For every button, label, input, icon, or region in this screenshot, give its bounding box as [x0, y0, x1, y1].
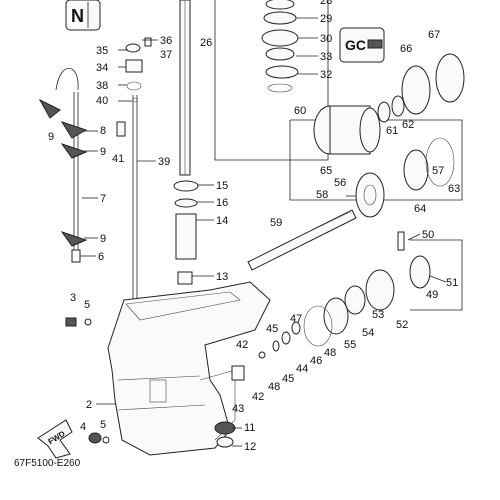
- note-symbol-text: N: [71, 6, 84, 26]
- callout-42-upper: 42: [236, 339, 248, 351]
- seal-rings: [377, 53, 465, 191]
- callout-36: 36: [160, 35, 172, 47]
- callout-4: 4: [80, 421, 86, 433]
- callout-40: 40: [96, 95, 108, 107]
- callout-9-upper: 9: [48, 131, 54, 143]
- callout-9-middle: 9: [100, 146, 106, 158]
- pinion-gear-11: [214, 421, 236, 448]
- callout-53: 53: [372, 309, 384, 321]
- callout-55: 55: [344, 339, 356, 351]
- callout-48-lower: 48: [268, 381, 280, 393]
- callout-47: 47: [290, 313, 302, 325]
- small-parts-42-48: [231, 321, 301, 381]
- callout-16: 16: [216, 197, 228, 209]
- callout-57: 57: [432, 165, 444, 177]
- grease-gc-icon: GC: [339, 27, 385, 63]
- callout-28: 28: [320, 0, 332, 7]
- note-n-icon: N: [65, 0, 101, 31]
- callout-5-lower: 5: [100, 419, 106, 431]
- callout-49: 49: [426, 289, 438, 301]
- callout-56: 56: [334, 177, 346, 189]
- callout-29: 29: [320, 13, 332, 25]
- callout-6: 6: [98, 251, 104, 263]
- callout-54: 54: [362, 327, 374, 339]
- callout-35: 35: [96, 45, 108, 57]
- fwd-arrow-icon: FWD: [37, 419, 73, 459]
- callout-52: 52: [396, 319, 408, 331]
- leader-lines: [80, 17, 447, 447]
- callout-67: 67: [428, 29, 440, 41]
- group-frames: [214, 0, 463, 311]
- callout-7: 7: [100, 193, 106, 205]
- shift-rod-parts: [116, 37, 152, 330]
- callout-38: 38: [96, 80, 108, 92]
- callout-33: 33: [320, 51, 332, 63]
- callout-51: 51: [446, 277, 458, 289]
- callout-32: 32: [320, 69, 332, 81]
- callout-39: 39: [158, 156, 170, 168]
- propeller-shaft: [247, 209, 357, 271]
- callout-8: 8: [100, 125, 106, 137]
- callout-45-upper: 45: [266, 323, 278, 335]
- water-tube-clips: [38, 68, 88, 263]
- water-pump-parts: [261, 0, 299, 93]
- bearing-housing-60: [313, 105, 381, 155]
- callout-37: 37: [160, 49, 172, 61]
- diagram-code: 67F5100-E260: [14, 458, 81, 469]
- callout-45-lower: 45: [282, 373, 294, 385]
- callout-labels: 28 29 30 33 32 26 36 35 37 34 38 40 9 8 …: [48, 0, 460, 453]
- lower-casing: [107, 281, 271, 456]
- callout-50: 50: [422, 229, 434, 241]
- callout-63: 63: [448, 183, 460, 195]
- callout-62: 62: [402, 119, 414, 131]
- callout-42-lower: 42: [252, 391, 264, 403]
- callout-65: 65: [320, 165, 332, 177]
- callout-60: 60: [294, 105, 306, 117]
- callout-46: 46: [310, 355, 322, 367]
- callout-15: 15: [216, 180, 228, 192]
- callout-14: 14: [216, 215, 228, 227]
- callout-48-upper: 48: [324, 347, 336, 359]
- callout-13: 13: [216, 271, 228, 283]
- callout-44: 44: [296, 363, 308, 375]
- callout-61: 61: [386, 125, 398, 137]
- bevel-gear-56: [355, 172, 385, 218]
- callout-9-lower: 9: [100, 233, 106, 245]
- callout-59: 59: [270, 217, 282, 229]
- callout-11: 11: [244, 422, 255, 434]
- grease-symbol-text: GC: [345, 37, 366, 53]
- callout-66: 66: [400, 43, 412, 55]
- drive-shaft: [179, 0, 191, 176]
- shaft-bearing-parts: [173, 180, 199, 285]
- callout-41: 41: [112, 153, 124, 165]
- callout-5-upper: 5: [84, 299, 90, 311]
- bolts: [65, 317, 110, 444]
- forward-gear-group: [303, 231, 431, 347]
- callout-30: 30: [320, 33, 332, 45]
- callout-43: 43: [232, 403, 244, 415]
- callout-26: 26: [200, 37, 212, 49]
- callout-34: 34: [96, 62, 108, 74]
- callout-12: 12: [244, 441, 256, 453]
- callout-58: 58: [316, 189, 328, 201]
- callout-2: 2: [86, 399, 92, 411]
- callout-64: 64: [414, 203, 426, 215]
- callout-3: 3: [70, 292, 76, 304]
